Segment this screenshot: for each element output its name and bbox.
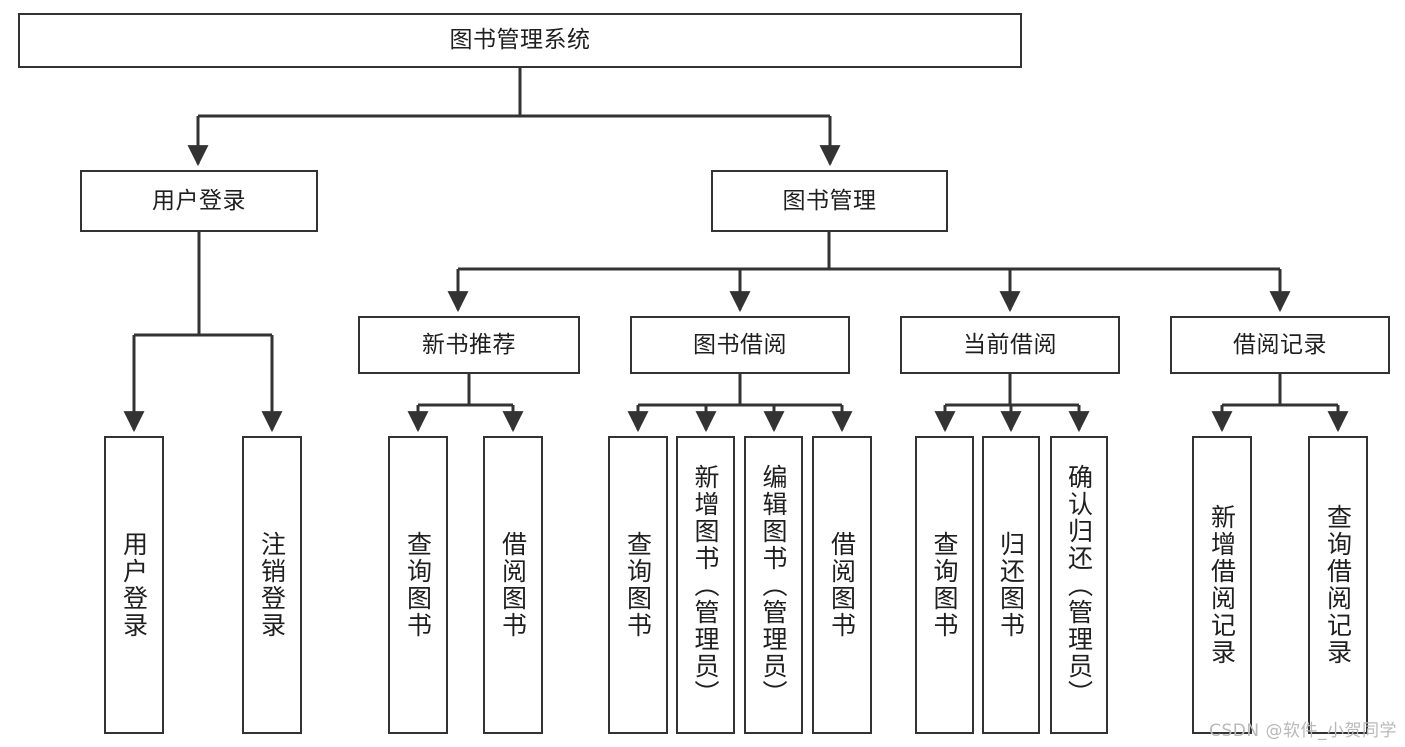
node-leaf-query-record-label: 查询借阅记录 bbox=[1323, 504, 1353, 666]
node-leaf-query-book-rec[interactable]: 查询图书 bbox=[388, 436, 448, 734]
node-leaf-add-book-label: 新增图书（管理员） bbox=[691, 463, 720, 707]
node-borrow-record[interactable]: 借阅记录 bbox=[1170, 316, 1390, 374]
node-book-borrow[interactable]: 图书借阅 bbox=[630, 316, 850, 374]
node-new-book-rec[interactable]: 新书推荐 bbox=[358, 316, 580, 374]
node-leaf-return-book-label: 归还图书 bbox=[996, 531, 1026, 639]
node-leaf-confirm-return-label: 确认归还（管理员） bbox=[1064, 463, 1094, 707]
node-book-manage-label: 图书管理 bbox=[782, 187, 877, 214]
node-book-borrow-label: 图书借阅 bbox=[693, 331, 787, 358]
node-borrow-record-label: 借阅记录 bbox=[1233, 331, 1327, 358]
node-leaf-borrow-book-label: 借阅图书 bbox=[827, 531, 857, 639]
node-current-borrow[interactable]: 当前借阅 bbox=[900, 316, 1120, 374]
node-leaf-query-book-borrow[interactable]: 查询图书 bbox=[608, 436, 668, 734]
node-current-borrow-label: 当前借阅 bbox=[963, 331, 1057, 358]
node-leaf-borrow-book-rec[interactable]: 借阅图书 bbox=[483, 436, 543, 734]
node-leaf-query-book-cur[interactable]: 查询图书 bbox=[915, 436, 974, 734]
node-book-manage[interactable]: 图书管理 bbox=[711, 170, 948, 232]
node-leaf-query-book-cur-label: 查询图书 bbox=[930, 531, 959, 639]
node-user-login-label: 用户登录 bbox=[152, 187, 246, 214]
node-root-label: 图书管理系统 bbox=[449, 27, 591, 54]
node-leaf-query-book-rec-label: 查询图书 bbox=[403, 531, 433, 639]
node-root[interactable]: 图书管理系统 bbox=[18, 13, 1022, 68]
node-leaf-query-record[interactable]: 查询借阅记录 bbox=[1308, 436, 1368, 734]
node-leaf-edit-book[interactable]: 编辑图书（管理员） bbox=[744, 436, 803, 734]
node-leaf-query-book-borrow-label: 查询图书 bbox=[623, 531, 653, 639]
node-leaf-add-record[interactable]: 新增借阅记录 bbox=[1192, 436, 1252, 734]
node-leaf-logout[interactable]: 注销登录 bbox=[242, 436, 302, 734]
node-leaf-edit-book-label: 编辑图书（管理员） bbox=[759, 463, 788, 707]
node-leaf-return-book[interactable]: 归还图书 bbox=[982, 436, 1040, 734]
node-leaf-user-login[interactable]: 用户登录 bbox=[104, 436, 164, 734]
node-leaf-user-login-label: 用户登录 bbox=[119, 531, 149, 639]
node-user-login[interactable]: 用户登录 bbox=[80, 170, 318, 232]
node-leaf-add-book[interactable]: 新增图书（管理员） bbox=[676, 436, 735, 734]
node-leaf-borrow-book-rec-label: 借阅图书 bbox=[498, 531, 528, 639]
node-leaf-confirm-return[interactable]: 确认归还（管理员） bbox=[1050, 436, 1108, 734]
node-leaf-add-record-label: 新增借阅记录 bbox=[1207, 504, 1237, 666]
node-leaf-logout-label: 注销登录 bbox=[257, 531, 287, 639]
node-leaf-borrow-book[interactable]: 借阅图书 bbox=[812, 436, 872, 734]
node-new-book-rec-label: 新书推荐 bbox=[422, 331, 516, 358]
watermark: CSDN @软件_小贺同学 bbox=[1209, 721, 1397, 741]
